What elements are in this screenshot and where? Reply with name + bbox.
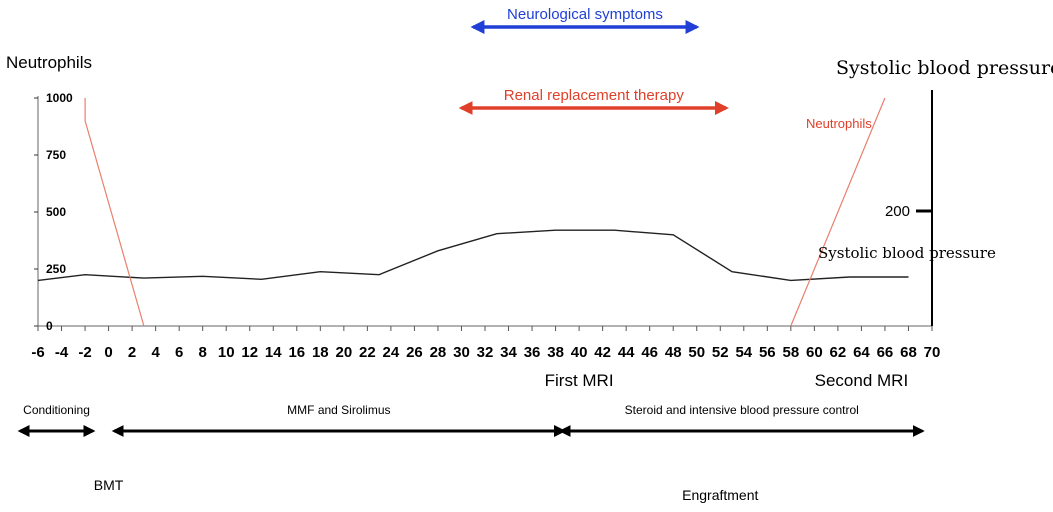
x-tick-label: 4 <box>151 344 160 361</box>
systolic-bp-line <box>37 229 909 282</box>
right-axis-ticks: 200 <box>885 203 932 220</box>
neutrophils-inline-label: Neutrophils <box>806 116 872 131</box>
left-tick-label: 0 <box>46 319 53 333</box>
neutrophils-line <box>84 98 145 327</box>
x-tick-label: 40 <box>571 344 588 361</box>
x-tick-label: 52 <box>712 344 729 361</box>
left-axis-ticks: 0 250 500 750 1000 <box>34 91 73 333</box>
x-tick-label: 62 <box>830 344 847 361</box>
x-tick-label: 54 <box>735 344 752 361</box>
x-tick-label: 6 <box>175 344 183 361</box>
left-tick-label: 250 <box>46 262 66 276</box>
x-tick-label: 2 <box>128 344 136 361</box>
x-tick-label: 44 <box>618 344 635 361</box>
x-tick-label: 70 <box>924 344 941 361</box>
x-tick-label: -4 <box>55 344 69 361</box>
x-tick-label: 16 <box>288 344 305 361</box>
x-tick-label: 68 <box>900 344 917 361</box>
event-label: Neurological symptoms <box>507 6 663 23</box>
x-tick-label: 18 <box>312 344 329 361</box>
x-tick-label: 14 <box>265 344 282 361</box>
x-markers: First MRI Second MRI <box>545 371 909 390</box>
left-axis-title: Neutrophils <box>6 53 92 72</box>
x-tick-label: 64 <box>853 344 870 361</box>
x-tick-label: -6 <box>31 344 44 361</box>
series-layer <box>37 97 909 327</box>
treatment-label: Steroid and intensive blood pressure con… <box>625 403 859 417</box>
mri-label: Second MRI <box>815 371 909 390</box>
right-axis-title: Systolic blood pressure <box>836 57 1053 79</box>
treatment-label: MMF and Sirolimus <box>287 403 390 417</box>
bottom-event-label: BMT <box>94 477 124 493</box>
x-tick-label: -2 <box>78 344 91 361</box>
x-tick-label: 30 <box>453 344 470 361</box>
x-tick-label: 56 <box>759 344 776 361</box>
x-tick-label: 12 <box>241 344 258 361</box>
x-tick-label: 8 <box>199 344 207 361</box>
x-tick-label: 10 <box>218 344 235 361</box>
neutrophils-line <box>790 97 886 327</box>
right-tick-label: 200 <box>885 203 910 220</box>
x-tick-label: 28 <box>430 344 447 361</box>
event-label: Renal replacement therapy <box>504 87 685 104</box>
x-tick-label: 0 <box>104 344 112 361</box>
mri-label: First MRI <box>545 371 614 390</box>
left-tick-label: 500 <box>46 205 66 219</box>
x-tick-label: 20 <box>335 344 352 361</box>
x-tick-label: 58 <box>782 344 799 361</box>
x-tick-label: 60 <box>806 344 823 361</box>
x-tick-label: 46 <box>641 344 658 361</box>
x-tick-label: 24 <box>383 344 400 361</box>
left-tick-label: 1000 <box>46 91 73 105</box>
x-tick-label: 66 <box>877 344 894 361</box>
treatment-label: Conditioning <box>23 403 90 417</box>
x-tick-label: 48 <box>665 344 682 361</box>
left-tick-label: 750 <box>46 148 66 162</box>
x-tick-label: 34 <box>500 344 517 361</box>
systolic-inline-label: Systolic blood pressure <box>818 244 996 262</box>
x-tick-label: 32 <box>477 344 494 361</box>
x-tick-label: 36 <box>524 344 541 361</box>
bottom-events: BMT Engraftment <box>94 477 759 503</box>
treatments: Conditioning MMF and Sirolimus Steroid and… <box>17 403 925 437</box>
x-tick-label: 26 <box>406 344 423 361</box>
x-tick-label: 22 <box>359 344 376 361</box>
x-tick-label: 50 <box>688 344 705 361</box>
bottom-event-label: Engraftment <box>682 487 758 503</box>
x-tick-label: 38 <box>547 344 564 361</box>
x-tick-label: 42 <box>594 344 611 361</box>
